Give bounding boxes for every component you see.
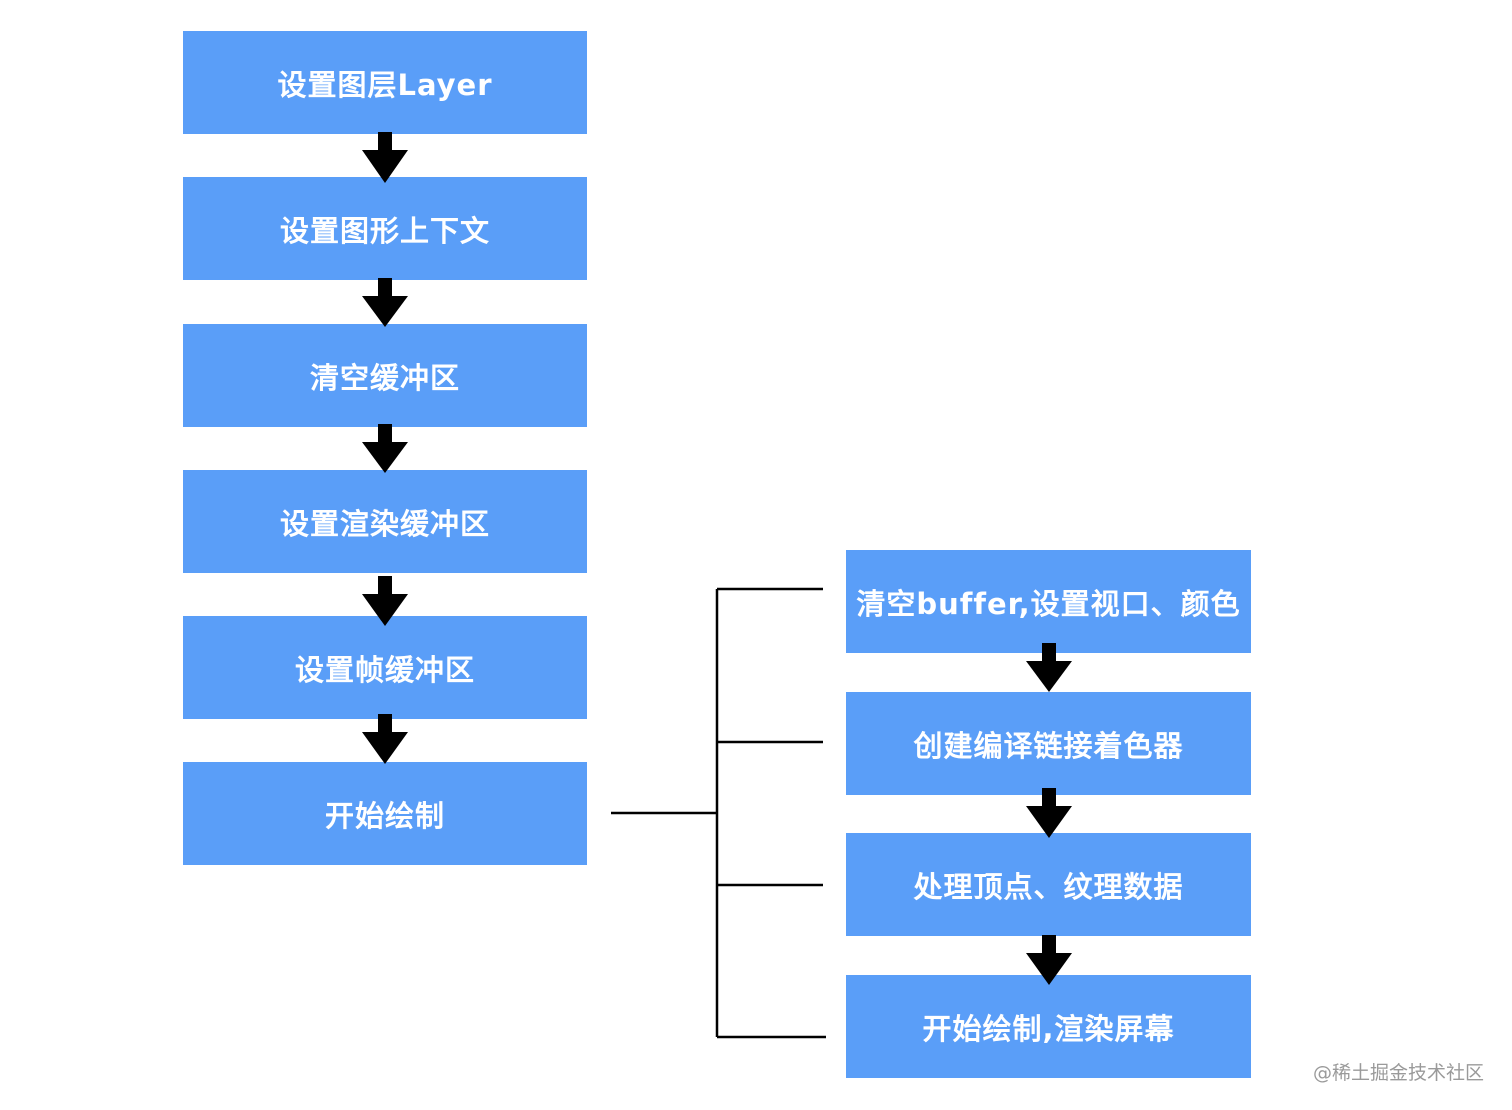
step-set-render-buffer: 设置渲染缓冲区 [183, 470, 587, 573]
step-clear-buffer: 清空缓冲区 [183, 324, 587, 427]
substep-vertex-texture-data: 处理顶点、纹理数据 [846, 833, 1251, 936]
left-arrows [362, 132, 408, 764]
arrow-down-icon [362, 714, 408, 764]
bracket-connector [611, 587, 826, 1039]
step-set-layer: 设置图层Layer [183, 31, 587, 134]
substep-compile-shaders: 创建编译链接着色器 [846, 692, 1251, 795]
arrow-down-icon [362, 278, 408, 327]
arrow-down-icon [1026, 935, 1072, 985]
arrow-down-icon [362, 424, 408, 473]
substep-clear-viewport-color: 清空buffer,设置视口、颜色 [846, 550, 1251, 653]
right-arrows [1026, 643, 1072, 985]
arrow-down-icon [362, 132, 408, 183]
arrow-down-icon [1026, 788, 1072, 838]
substep-draw-render-screen: 开始绘制,渲染屏幕 [846, 975, 1251, 1078]
step-set-frame-buffer: 设置帧缓冲区 [183, 616, 587, 719]
arrow-down-icon [362, 576, 408, 626]
watermark: @稀土掘金技术社区 [1312, 1062, 1484, 1084]
step-set-context: 设置图形上下文 [183, 177, 587, 280]
step-start-drawing: 开始绘制 [183, 762, 587, 865]
arrow-down-icon [1026, 643, 1072, 692]
